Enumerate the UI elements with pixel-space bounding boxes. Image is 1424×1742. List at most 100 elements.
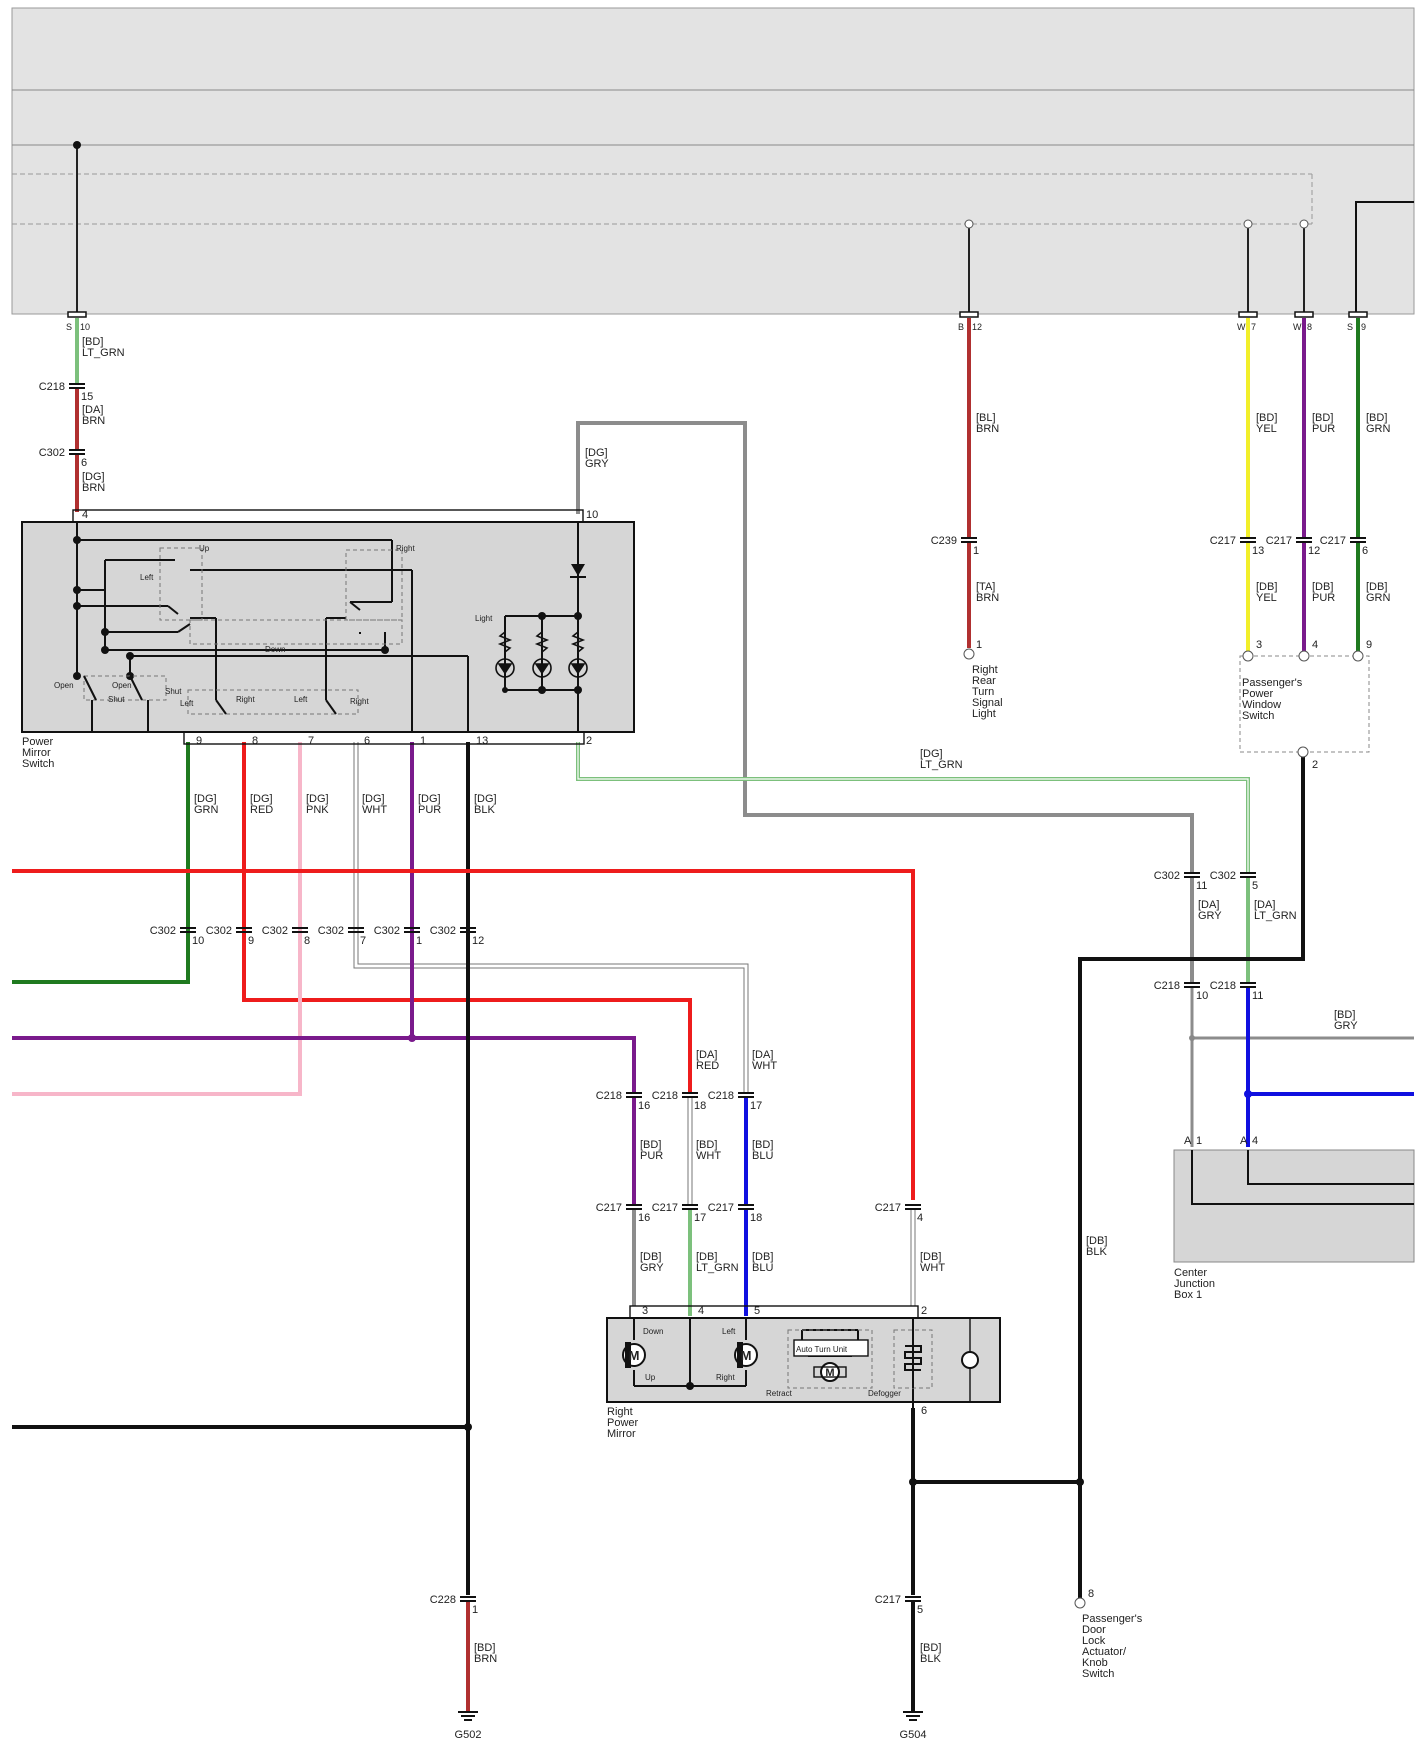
connector-pin: 12 bbox=[472, 935, 484, 947]
switch-label: Right bbox=[350, 697, 369, 706]
switch-label: Open bbox=[112, 681, 132, 690]
top-pin-letter: S bbox=[66, 322, 72, 332]
terminal-pin: 6 bbox=[921, 1405, 927, 1417]
terminal-pin: 4 bbox=[1252, 1135, 1258, 1147]
wire-color-label: [DB] bbox=[1086, 1235, 1107, 1247]
component-name: Window bbox=[1242, 699, 1281, 711]
top-pin-letter: W bbox=[1293, 322, 1302, 332]
wire-color-label: [BD] bbox=[474, 1642, 495, 1654]
connector-name: C217 bbox=[1320, 535, 1346, 547]
connector-pin: 11 bbox=[1196, 880, 1207, 892]
power-mirror-switch-box bbox=[21, 521, 635, 733]
top-pin-number: 8 bbox=[1307, 322, 1312, 332]
terminal-pin: 13 bbox=[476, 735, 488, 747]
connector-name: C302 bbox=[150, 925, 176, 937]
wire-color-label: [BL] bbox=[976, 412, 996, 424]
wire-color-label: BRN bbox=[82, 415, 105, 427]
wire-color-label: [BD] bbox=[640, 1139, 661, 1151]
connector-pin: 16 bbox=[638, 1212, 650, 1224]
connector-symbol bbox=[1240, 872, 1256, 878]
top-pin-connector bbox=[1294, 311, 1314, 318]
splice bbox=[73, 141, 81, 149]
wire-color-label: BRN bbox=[82, 482, 105, 494]
wire-color-label: [DA] bbox=[752, 1049, 773, 1061]
component-name: Actuator/ bbox=[1082, 1646, 1127, 1658]
terminal-pin: 7 bbox=[308, 735, 314, 747]
door-lock-terminal bbox=[1074, 1597, 1086, 1609]
component-name: Junction bbox=[1174, 1278, 1215, 1290]
wire-color-label: [DG] bbox=[194, 793, 217, 805]
connector-symbol bbox=[682, 1092, 698, 1098]
connector-name: C217 bbox=[1266, 535, 1292, 547]
switch-label: Down bbox=[265, 645, 285, 654]
wire-color-label: [DG] bbox=[585, 447, 608, 459]
connector-symbol bbox=[626, 1092, 642, 1098]
connector-symbol bbox=[1184, 982, 1200, 988]
wire-color-label: [BD] bbox=[1256, 412, 1277, 424]
component-name: Switch bbox=[1242, 710, 1274, 722]
switch-footer bbox=[183, 731, 585, 745]
connector-symbol bbox=[236, 927, 252, 933]
connector-symbol bbox=[292, 927, 308, 933]
wire-color-label: [DG] bbox=[418, 793, 441, 805]
wire-color-label: [DB] bbox=[1256, 581, 1277, 593]
auto-turn-unit-box bbox=[793, 1339, 869, 1357]
connector-pin: 11 bbox=[1252, 990, 1263, 1002]
terminal-pin: 9 bbox=[1366, 639, 1372, 651]
connector-pin: 10 bbox=[1196, 990, 1208, 1002]
terminal-pin: 3 bbox=[1256, 639, 1262, 651]
connector-symbol bbox=[1240, 537, 1256, 543]
terminal-pin: 2 bbox=[921, 1305, 927, 1317]
motor-glyph: M bbox=[741, 1348, 752, 1363]
ground-name: G502 bbox=[455, 1729, 482, 1741]
terminal-pin: 3 bbox=[642, 1305, 648, 1317]
connector-pin: 1 bbox=[472, 1604, 478, 1616]
splice bbox=[1244, 1090, 1252, 1098]
wire-color-label: BLK bbox=[1086, 1246, 1107, 1258]
connector-symbol bbox=[738, 1204, 754, 1210]
connector-pin: 1 bbox=[416, 935, 422, 947]
wire-color-label: PUR bbox=[1312, 423, 1335, 435]
window-switch-terminal bbox=[1298, 650, 1310, 662]
component-name: Passenger's bbox=[1082, 1613, 1143, 1625]
wire-color-label: [BD] bbox=[752, 1139, 773, 1151]
connector-name: C218 bbox=[652, 1090, 678, 1102]
wire-color-label: [DG] bbox=[250, 793, 273, 805]
connector-pin: 13 bbox=[1252, 545, 1264, 557]
connector-symbol bbox=[626, 1204, 642, 1210]
connector-pin: 6 bbox=[1362, 545, 1368, 557]
mirror-light-icon bbox=[961, 1351, 979, 1369]
connector-name: C302 bbox=[1210, 870, 1236, 882]
wire-color-label: YEL bbox=[1256, 423, 1277, 435]
top-pin-connector bbox=[1238, 311, 1258, 318]
connector-name: C217 bbox=[875, 1594, 901, 1606]
mirror-label: Retract bbox=[766, 1389, 793, 1398]
switch-label: Shut bbox=[165, 687, 182, 696]
component-name: Turn bbox=[972, 686, 994, 698]
component-name: Passenger's bbox=[1242, 677, 1303, 689]
wire-color-label: LT_GRN bbox=[696, 1262, 739, 1274]
connector-pin: 15 bbox=[81, 391, 93, 403]
junction-internal bbox=[1247, 1150, 1414, 1185]
connector-symbol bbox=[69, 449, 85, 455]
wire-color-label: GRN bbox=[1366, 592, 1391, 604]
component-name: Box 1 bbox=[1174, 1289, 1202, 1301]
component-name: Switch bbox=[22, 758, 54, 770]
component-name: Right bbox=[607, 1406, 633, 1418]
wire-color-label: [TA] bbox=[976, 581, 995, 593]
band-wire bbox=[1355, 201, 1414, 314]
terminal-pin: 8 bbox=[1088, 1588, 1094, 1600]
wire-color-label: [BD] bbox=[696, 1139, 717, 1151]
wire-color-label: [BD] bbox=[82, 336, 103, 348]
wire-lt-grn-pin2 bbox=[576, 742, 1250, 872]
top-pin-connector bbox=[959, 311, 979, 318]
wire-color-label: [DG] bbox=[82, 471, 105, 483]
connector-symbol bbox=[905, 1204, 921, 1210]
wire-color-label: PNK bbox=[306, 804, 329, 816]
window-switch-terminal bbox=[1242, 650, 1254, 662]
switch-label: Right bbox=[396, 544, 415, 553]
wire-color-label: [DG] bbox=[920, 748, 943, 760]
connector-name: C218 bbox=[1210, 980, 1236, 992]
connector-name: C302 bbox=[318, 925, 344, 937]
